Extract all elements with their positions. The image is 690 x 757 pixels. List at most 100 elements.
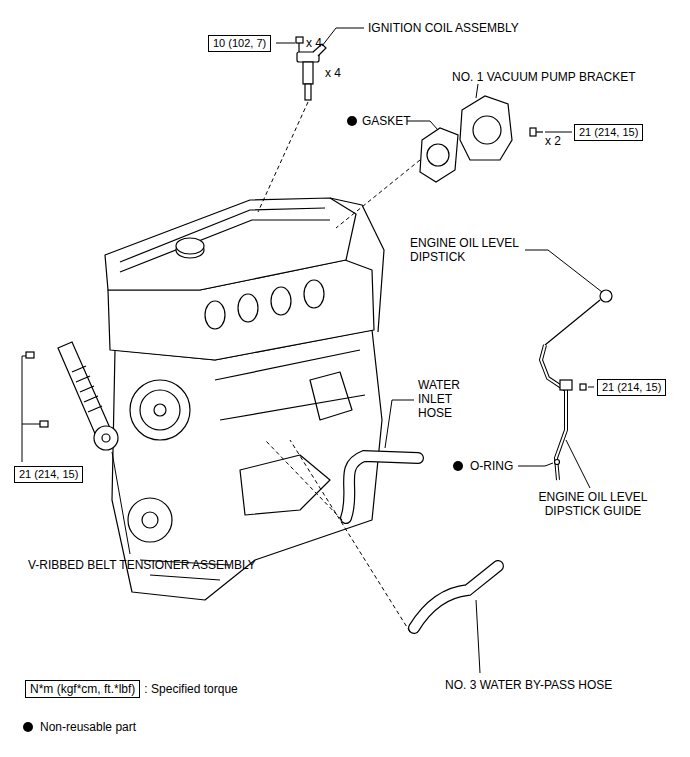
vacuum-pump-drawing — [420, 96, 543, 182]
torque-box: 21 (214, 15) — [597, 379, 666, 396]
leader-line — [476, 84, 478, 98]
part-label: WATER INLET HOSE — [418, 378, 482, 420]
oil-filler-cap — [176, 238, 204, 254]
part-label: x 4 — [306, 36, 322, 50]
torque-value: 21 (214, 15) — [602, 381, 661, 394]
leader-line — [22, 356, 40, 462]
part-label-text: ENGINE OIL LEVEL DIPSTICK GUIDE — [539, 490, 648, 518]
torque-box: 21 (214, 15) — [14, 466, 83, 483]
o-ring — [555, 460, 560, 465]
dashed-line — [290, 440, 410, 632]
bolt — [298, 43, 299, 52]
part-label: ENGINE OIL LEVEL DIPSTICK — [410, 236, 530, 264]
bolt — [296, 37, 303, 43]
tensioner-arm — [58, 342, 110, 436]
hose-drawing — [346, 456, 498, 628]
legend-entry: Non-reusable part — [40, 720, 136, 734]
part-label: x 4 — [325, 66, 341, 80]
cover-ribs — [120, 208, 330, 272]
bolt — [580, 384, 586, 390]
bolt — [536, 131, 543, 132]
legend-text: Non-reusable part — [40, 720, 136, 734]
part-label-text: WATER INLET HOSE — [418, 378, 460, 420]
bolt — [40, 421, 48, 427]
part-label-text: ENGINE OIL LEVEL DIPSTICK — [410, 236, 519, 264]
engine-drawing — [105, 198, 384, 600]
coil-body — [303, 62, 313, 84]
gasket — [420, 128, 458, 182]
leader-line — [112, 452, 130, 554]
part-label: V-RIBBED BELT TENSIONER ASSEMBLY — [28, 558, 256, 572]
cam-cover — [105, 198, 356, 290]
part-label-text: O-RING — [470, 459, 513, 473]
dipstick-guide — [541, 345, 566, 480]
transmission-side — [330, 198, 384, 332]
leader-line — [407, 121, 438, 130]
coil-boot — [305, 84, 311, 100]
tensioner-pulley — [94, 426, 118, 450]
part-label-text: x 4 — [325, 66, 341, 80]
tensioner-drawing — [26, 342, 118, 450]
leader-line — [276, 43, 295, 44]
dashed-line — [336, 160, 420, 228]
port — [271, 287, 291, 315]
part-label-text: NO. 1 VACUUM PUMP BRACKET — [452, 70, 636, 84]
non-reusable-dot — [453, 461, 463, 471]
torque-value: 21 (214, 15) — [19, 468, 78, 481]
bolt — [530, 128, 536, 136]
bracket-hole — [473, 116, 501, 144]
part-label-text: x 2 — [545, 134, 561, 148]
part-label-text: NO. 3 WATER BY-PASS HOSE — [445, 678, 612, 692]
leader-line — [525, 250, 602, 292]
torque-box: N*m (kgf*cm, ft.*lbf) — [25, 680, 140, 698]
guide-clamp — [560, 380, 572, 390]
water-inlet-hose — [346, 456, 418, 518]
leader-line — [385, 400, 414, 448]
part-label-text: IGNITION COIL ASSEMBLY — [368, 21, 519, 35]
crank-pulley-hub — [142, 512, 158, 528]
dashed-line — [265, 440, 342, 520]
bypass-hose — [414, 566, 498, 628]
legend-text: : Specified torque — [144, 682, 237, 696]
pulley-hub — [154, 404, 166, 416]
leader-lines — [22, 28, 602, 673]
gasket-hole — [427, 144, 449, 166]
block-detail — [215, 350, 365, 515]
leader-line — [566, 440, 590, 488]
leader-line — [545, 132, 572, 133]
torque-value: N*m (kgf*cm, ft.*lbf) — [30, 682, 135, 696]
part-label: NO. 1 VACUUM PUMP BRACKET — [452, 70, 636, 84]
pulley — [130, 380, 190, 440]
legend-entry: : Specified torque — [144, 682, 237, 696]
torque-box: 10 (102, 7) — [208, 35, 271, 52]
torque-box: 21 (214, 15) — [574, 124, 643, 141]
leader-line — [476, 600, 480, 673]
assembly-lines — [258, 102, 420, 632]
part-label: NO. 3 WATER BY-PASS HOSE — [445, 678, 612, 692]
non-reusable-dot — [347, 116, 357, 126]
part-label: O-RING — [470, 459, 513, 473]
part-label: GASKET — [362, 114, 411, 128]
crank-pulley — [128, 498, 172, 542]
tensioner-spring — [72, 366, 102, 412]
port — [304, 280, 324, 308]
leader-line — [322, 28, 364, 46]
pulley — [140, 390, 180, 430]
part-label: x 2 — [545, 134, 561, 148]
bolt — [26, 352, 34, 358]
dipstick-wire — [545, 300, 600, 345]
ignition-coil-drawing — [296, 37, 326, 100]
tensioner-hub — [102, 434, 110, 442]
bracket — [460, 96, 512, 160]
part-label-text: V-RIBBED BELT TENSIONER ASSEMBLY — [28, 558, 256, 572]
legend-dot — [23, 722, 33, 732]
torque-value: 10 (102, 7) — [213, 37, 266, 50]
leader-line — [518, 463, 553, 466]
port — [238, 294, 258, 322]
part-label: IGNITION COIL ASSEMBLY — [368, 21, 519, 35]
bypass-hose — [414, 566, 498, 628]
part-label: ENGINE OIL LEVEL DIPSTICK GUIDE — [528, 490, 658, 518]
part-label-text: GASKET — [362, 114, 411, 128]
